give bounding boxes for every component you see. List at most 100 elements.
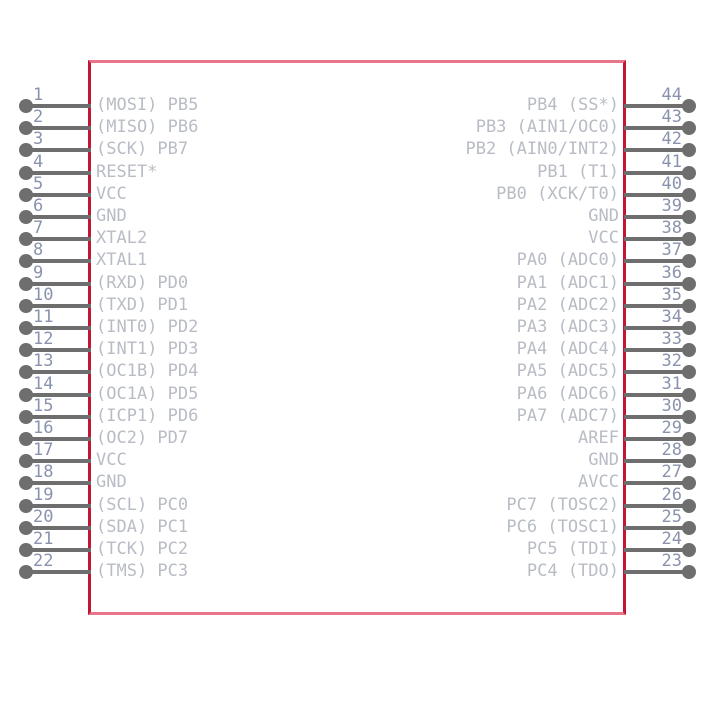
pin-terminal-dot[interactable]	[682, 454, 696, 469]
pin-terminal-dot[interactable]	[19, 543, 33, 557]
pin-terminal-dot[interactable]	[682, 565, 696, 580]
pin-terminal-dot[interactable]	[19, 432, 33, 446]
pin-lead-line	[29, 281, 91, 286]
pin-terminal-dot[interactable]	[682, 121, 696, 136]
pin-lead-line	[624, 570, 686, 575]
pin-lead-line	[624, 525, 686, 530]
pin-terminal-dot[interactable]	[19, 343, 33, 358]
pin-lead-line	[624, 503, 686, 508]
pin-terminal-dot[interactable]	[19, 365, 33, 380]
pin-lead-line	[29, 192, 91, 197]
pin-number: 41	[661, 151, 682, 172]
pin-terminal-dot[interactable]	[682, 365, 696, 380]
pin-lead-line	[29, 170, 91, 175]
pin-lead-line	[624, 481, 686, 486]
pin-number: 38	[661, 218, 682, 239]
pin-number: 15	[33, 395, 54, 416]
pin-label: PA2 (ADC2)	[516, 294, 619, 315]
pin-terminal-dot[interactable]	[682, 476, 696, 491]
pin-label: (SCL) PC0	[96, 494, 189, 515]
pin-terminal-dot[interactable]	[682, 520, 696, 535]
pin-label: PB2 (AIN0/INT2)	[465, 139, 619, 160]
pin-terminal-dot[interactable]	[682, 276, 696, 291]
pin-number: 33	[661, 329, 682, 350]
pin-lead-line	[624, 126, 686, 131]
pin-terminal-dot[interactable]	[19, 520, 33, 535]
pin-lead-line	[29, 437, 91, 441]
pin-lead-line	[624, 414, 686, 419]
pin-number: 24	[661, 529, 682, 549]
pin-terminal-dot[interactable]	[19, 121, 33, 136]
pin-label: PC6 (TOSC1)	[506, 516, 619, 537]
pin-label: PB0 (XCK/T0)	[496, 183, 619, 204]
pin-terminal-dot[interactable]	[19, 99, 33, 113]
pin-lead-line	[29, 570, 91, 575]
pin-label: GND	[96, 472, 127, 493]
pin-terminal-dot[interactable]	[19, 165, 33, 180]
pin-terminal-dot[interactable]	[19, 254, 33, 269]
pin-lead-line	[29, 303, 91, 308]
pin-terminal-dot[interactable]	[19, 143, 33, 158]
pin-terminal-dot[interactable]	[682, 99, 696, 113]
pin-terminal-dot[interactable]	[19, 187, 33, 202]
pin-terminal-dot[interactable]	[19, 321, 33, 335]
pin-terminal-dot[interactable]	[682, 321, 696, 335]
pin-terminal-dot[interactable]	[19, 232, 33, 247]
pin-lead-line	[624, 326, 686, 330]
pin-terminal-dot[interactable]	[682, 409, 696, 424]
pin-lead-line	[624, 170, 686, 175]
pin-lead-line	[29, 459, 91, 464]
pin-label: (TXD) PD1	[96, 294, 189, 315]
pin-label: (TMS) PC3	[96, 561, 189, 582]
pin-terminal-dot[interactable]	[682, 543, 696, 557]
pin-label: RESET*	[96, 161, 158, 182]
pin-terminal-dot[interactable]	[682, 298, 696, 313]
pin-terminal-dot[interactable]	[19, 498, 33, 513]
pin-number: 3	[33, 129, 44, 150]
pin-terminal-dot[interactable]	[19, 409, 33, 424]
pin-terminal-dot[interactable]	[682, 187, 696, 202]
pin-terminal-dot[interactable]	[682, 432, 696, 446]
pin-terminal-dot[interactable]	[19, 387, 33, 402]
pin-label: AREF	[578, 428, 619, 448]
pin-terminal-dot[interactable]	[682, 210, 696, 224]
pin-terminal-dot[interactable]	[682, 387, 696, 402]
pin-lead-line	[29, 392, 91, 397]
pin-terminal-dot[interactable]	[19, 276, 33, 291]
pin-label: (ICP1) PD6	[96, 405, 199, 426]
pin-label: PC4 (TDO)	[526, 561, 619, 582]
pin-lead-line	[624, 370, 686, 375]
pin-terminal-dot[interactable]	[682, 343, 696, 358]
pin-terminal-dot[interactable]	[19, 298, 33, 313]
pin-number: 13	[33, 351, 54, 372]
pin-lead-line	[29, 503, 91, 508]
pin-label: (MISO) PB6	[96, 117, 199, 138]
pin-label: GND	[588, 450, 619, 471]
pin-number: 42	[661, 129, 682, 150]
pin-terminal-dot[interactable]	[682, 165, 696, 180]
pin-number: 7	[33, 218, 44, 239]
pin-terminal-dot[interactable]	[682, 254, 696, 269]
pin-number: 8	[33, 240, 44, 261]
pin-lead-line	[624, 104, 686, 108]
pin-label: GND	[96, 206, 127, 226]
pin-number: 34	[661, 307, 682, 327]
pin-terminal-dot[interactable]	[19, 454, 33, 469]
pin-number: 39	[661, 196, 682, 216]
pin-lead-line	[29, 148, 91, 153]
pin-label: XTAL2	[96, 228, 148, 249]
pin-number: 28	[661, 440, 682, 461]
pin-terminal-dot[interactable]	[682, 498, 696, 513]
pin-label: VCC	[96, 183, 127, 204]
pin-label: (SDA) PC1	[96, 516, 189, 537]
pin-terminal-dot[interactable]	[682, 143, 696, 158]
pin-label: PB4 (SS*)	[526, 95, 619, 115]
pin-number: 37	[661, 240, 682, 261]
pin-number: 11	[33, 307, 54, 327]
pin-terminal-dot[interactable]	[682, 232, 696, 247]
pin-number: 21	[33, 529, 54, 549]
pin-terminal-dot[interactable]	[19, 565, 33, 580]
pin-terminal-dot[interactable]	[19, 210, 33, 224]
pin-lead-line	[29, 370, 91, 375]
pin-terminal-dot[interactable]	[19, 476, 33, 491]
